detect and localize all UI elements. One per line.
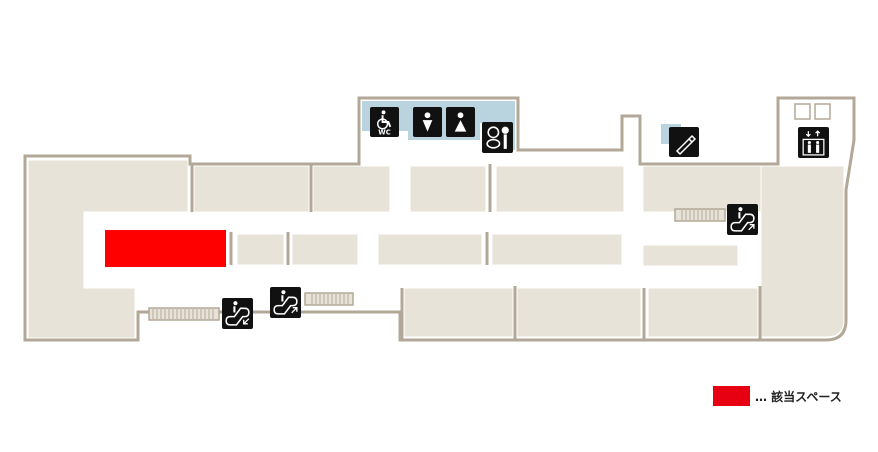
powder-room-icon[interactable] bbox=[482, 122, 513, 153]
store-right bbox=[760, 165, 845, 338]
store-bot-2 bbox=[516, 287, 642, 338]
partition-walls bbox=[190, 164, 762, 340]
accessible-wc-icon[interactable]: WC bbox=[370, 107, 399, 137]
store-bot-1 bbox=[403, 287, 514, 338]
store-mid-3 bbox=[377, 233, 483, 266]
elevator-icon[interactable] bbox=[798, 127, 829, 158]
building-outline bbox=[23, 96, 856, 342]
store-top-3 bbox=[409, 165, 487, 213]
elevator-doors bbox=[794, 103, 831, 120]
legend-label: … 該当スペース bbox=[755, 389, 842, 404]
escalator-treads-center bbox=[304, 292, 354, 306]
store-bot-3 bbox=[647, 287, 759, 338]
store-left bbox=[27, 159, 189, 339]
mens-restroom-icon[interactable] bbox=[413, 107, 442, 137]
escalators bbox=[148, 208, 726, 321]
svg-text:WC: WC bbox=[378, 129, 390, 137]
map-legend: … 該当スペース bbox=[713, 386, 842, 406]
store-top-2 bbox=[312, 165, 391, 213]
escalator-down-icon[interactable] bbox=[222, 298, 253, 329]
store-top-1 bbox=[193, 165, 310, 213]
store-top-4 bbox=[495, 165, 625, 213]
escalator-up-right-icon[interactable] bbox=[727, 204, 758, 235]
store-mid-1 bbox=[236, 233, 285, 266]
legend-swatch bbox=[713, 386, 750, 406]
store-mid-5 bbox=[642, 244, 739, 267]
store-mid-4 bbox=[491, 233, 623, 266]
highlighted-space[interactable] bbox=[105, 230, 226, 267]
womens-restroom-icon[interactable] bbox=[446, 107, 475, 137]
store-blocks bbox=[27, 159, 845, 339]
escalator-up-center-icon[interactable] bbox=[270, 287, 301, 318]
store-mid-2 bbox=[291, 233, 359, 266]
escalator-treads-right bbox=[674, 208, 726, 222]
nursing-room-icon[interactable] bbox=[669, 127, 699, 157]
